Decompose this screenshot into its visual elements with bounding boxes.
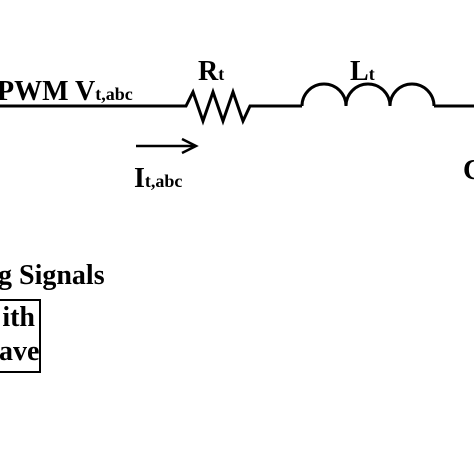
resistor-label-subscript: t (218, 64, 225, 84)
pwm-voltage-subscript: t,abc (95, 84, 133, 104)
inductor-label-main: L (350, 56, 369, 87)
inductor-label: Lt (350, 58, 375, 86)
inductor-symbol (300, 82, 436, 107)
current-label: It,abc (134, 165, 182, 193)
current-label-subscript: t,abc (144, 171, 183, 191)
resistor-label-main: R (198, 56, 219, 87)
resistor-label: Rt (198, 58, 224, 86)
current-label-main: I (134, 163, 145, 194)
modulation-box-line-2: ave (0, 336, 40, 367)
cut-off-letter: C (463, 155, 474, 186)
pwm-voltage-main: PWM V (0, 76, 96, 107)
current-arrow-head (181, 137, 199, 155)
pwm-voltage-label: PWM Vt,abc (0, 78, 133, 106)
resistor-symbol (178, 87, 258, 126)
modulation-box: ith ave (0, 299, 41, 373)
modulation-box-line-1: ith (2, 302, 35, 333)
inductor-label-subscript: t (368, 64, 375, 84)
gating-signals-label: g Signals (0, 260, 105, 291)
